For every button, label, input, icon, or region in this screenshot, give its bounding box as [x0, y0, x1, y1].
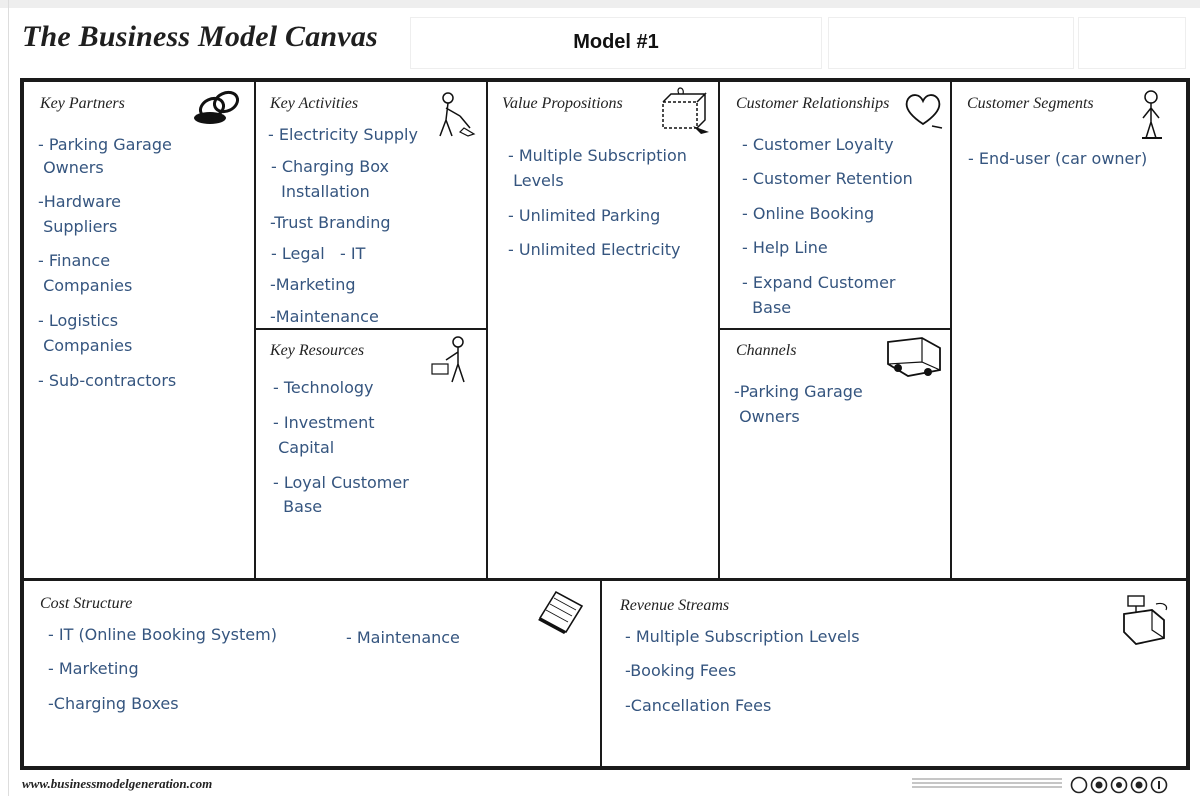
list-item: -Maintenance	[270, 307, 379, 326]
list-item: Base	[742, 298, 792, 317]
value-propositions-heading: Value Propositions	[502, 95, 623, 112]
list-item: - Customer Retention	[742, 169, 913, 188]
date-iteration-field[interactable]	[1078, 17, 1186, 69]
list-item: -Marketing	[270, 275, 356, 294]
list-item: - Customer Loyalty	[742, 135, 894, 154]
list-item: - Finance	[38, 251, 111, 270]
divider	[254, 82, 256, 578]
list-item: - Maintenance	[346, 628, 460, 647]
list-item: - Parking Garage	[38, 135, 172, 154]
heart-icon	[902, 88, 944, 130]
model-name: Model #1	[573, 31, 659, 53]
list-item: Base	[273, 497, 323, 516]
list-item: - Legal - IT	[271, 244, 366, 263]
list-item: Installation	[271, 182, 370, 201]
list-item: - IT (Online Booking System)	[48, 625, 277, 644]
revenue-streams-heading: Revenue Streams	[620, 597, 730, 614]
designer-field[interactable]	[828, 17, 1074, 69]
list-item: Owners	[734, 407, 800, 426]
list-item: - Loyal Customer	[273, 473, 409, 492]
cost-structure-heading: Cost Structure	[40, 595, 133, 612]
truck-icon	[884, 334, 944, 382]
divider	[255, 328, 487, 330]
list-item: - End-user (car owner)	[968, 149, 1148, 168]
left-rule	[8, 0, 9, 796]
gift-icon	[657, 86, 711, 136]
list-item: -Trust Branding	[270, 213, 391, 232]
divider	[486, 82, 488, 578]
cash-register-icon	[1120, 592, 1170, 652]
business-model-canvas	[20, 78, 1190, 770]
customer-relationships-heading: Customer Relationships	[736, 95, 890, 112]
divider	[600, 579, 602, 769]
list-item: - Charging Box	[271, 157, 389, 176]
list-item: - Multiple Subscription Levels	[625, 627, 860, 646]
list-item: - Investment	[273, 413, 375, 432]
list-item: Companies	[38, 276, 133, 295]
creative-commons-icon	[1070, 776, 1170, 799]
list-item: -Parking Garage	[734, 382, 863, 401]
list-item: - Technology	[273, 378, 374, 397]
chain-link-icon	[192, 86, 244, 130]
person-icon	[1134, 88, 1168, 142]
worker-icon	[428, 334, 476, 386]
customer-segments-heading: Customer Segments	[967, 95, 1094, 112]
list-item: - Expand Customer	[742, 273, 896, 292]
divider	[718, 82, 720, 578]
list-item: - Sub-contractors	[38, 371, 177, 390]
divider	[719, 328, 951, 330]
list-item: - Marketing	[48, 659, 139, 678]
list-item: -Cancellation Fees	[625, 696, 772, 715]
worker-icon	[430, 90, 476, 140]
model-name-field[interactable]: Model #1	[410, 17, 822, 69]
list-item: - Unlimited Electricity	[508, 240, 681, 259]
list-item: - Unlimited Parking	[508, 206, 661, 225]
top-band	[0, 0, 1200, 8]
list-item: -Charging Boxes	[48, 694, 179, 713]
list-item: - Electricity Supply	[268, 125, 418, 144]
list-item: Levels	[508, 171, 564, 190]
key-partners-heading: Key Partners	[40, 95, 125, 112]
list-item: Companies	[38, 336, 133, 355]
footer-url[interactable]: www.businessmodelgeneration.com	[22, 776, 213, 791]
price-tag-icon	[536, 588, 586, 636]
list-item: -Hardware	[38, 192, 122, 211]
license-fine-print	[912, 778, 1062, 790]
list-item: Suppliers	[38, 217, 118, 236]
list-item: Owners	[38, 158, 104, 177]
key-resources-heading: Key Resources	[270, 342, 365, 359]
divider	[950, 82, 952, 578]
list-item: - Help Line	[742, 238, 828, 257]
list-item: - Online Booking	[742, 204, 875, 223]
list-item: - Logistics	[38, 311, 119, 330]
divider	[24, 578, 1186, 581]
list-item: - Multiple Subscription	[508, 146, 687, 165]
list-item: Capital	[273, 438, 335, 457]
canvas-title: The Business Model Canvas	[22, 20, 378, 53]
list-item: -Booking Fees	[625, 661, 737, 680]
channels-heading: Channels	[736, 342, 797, 359]
key-activities-heading: Key Activities	[270, 95, 359, 112]
